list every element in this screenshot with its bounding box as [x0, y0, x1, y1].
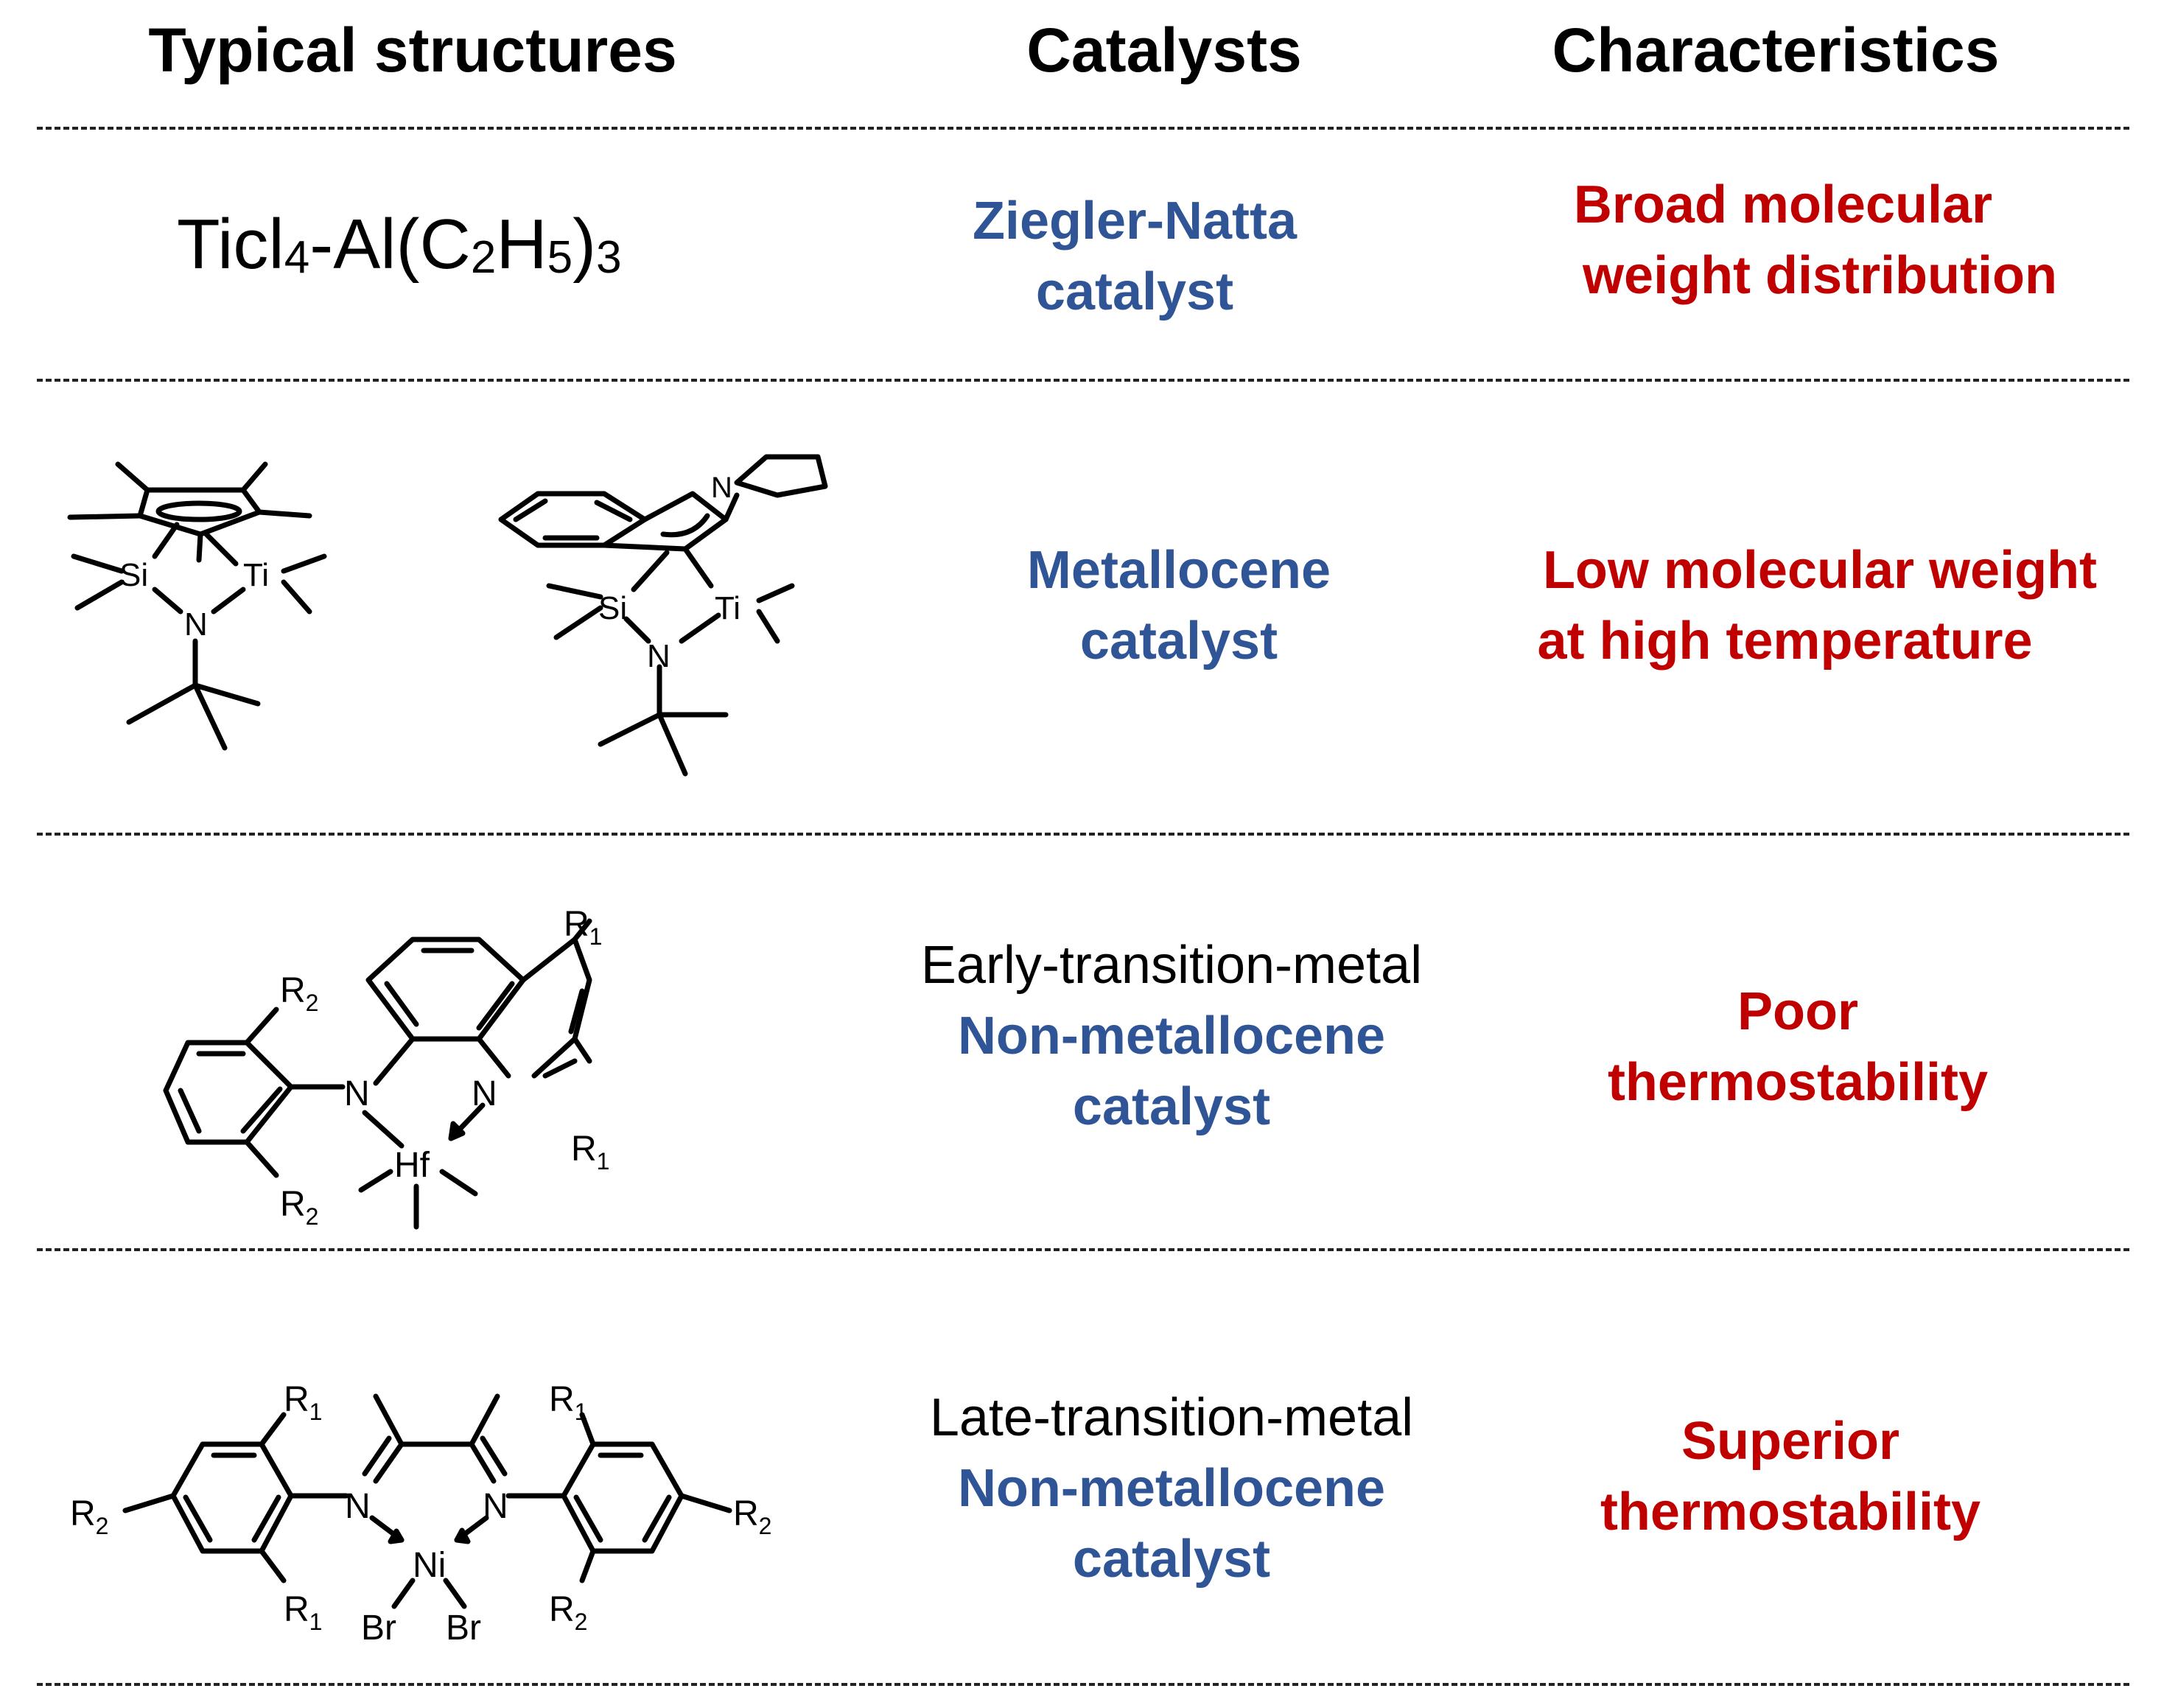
atom-hf-label: Hf — [394, 1146, 430, 1185]
row-divider — [37, 127, 2129, 130]
atom-ni-label: Ni — [413, 1546, 446, 1585]
characteristic-line: thermostability — [1600, 1483, 1981, 1541]
atom-n-label: N — [344, 1074, 370, 1113]
atom-br-label: Br — [361, 1609, 396, 1648]
characteristic-low-mw-high-temp: Low molecular weight at high temperature — [1496, 535, 2144, 676]
header-catalysts: Catalysts — [1026, 15, 1302, 85]
catalyst-line: Ziegler-Natta — [972, 192, 1298, 251]
atom-ti-label: Ti — [715, 590, 740, 626]
catalyst-ziegler-natta: Ziegler-Natta catalyst — [869, 186, 1400, 327]
characteristic-line: Broad molecular — [1573, 175, 1993, 234]
characteristic-line: at high temperature — [1537, 612, 2033, 671]
catalyst-late-transition-metal: Late-transition-metal Non-metallocene ca… — [847, 1382, 1496, 1595]
substituent-r1-label: R1 — [571, 1130, 609, 1175]
atom-n-label: N — [711, 472, 732, 504]
characteristic-line: thermostability — [1607, 1053, 1989, 1112]
row-divider — [37, 1248, 2129, 1251]
catalyst-line: Non-metallocene — [957, 1459, 1386, 1518]
catalyst-line: catalyst — [1035, 262, 1234, 321]
substituent-r2-label: R2 — [70, 1494, 108, 1539]
atom-si-label: Si — [598, 590, 627, 626]
header-characteristics: Characteristics — [1552, 15, 2000, 85]
substituent-r1-label: R1 — [549, 1380, 587, 1425]
substituent-r2-label: R2 — [549, 1590, 587, 1635]
catalyst-metallocene: Metallocene catalyst — [914, 535, 1444, 676]
substituent-r1-label: R1 — [564, 905, 602, 950]
catalyst-prefix: Late-transition-metal — [929, 1388, 1414, 1447]
header-typical-structures: Typical structures — [148, 15, 677, 85]
catalyst-early-transition-metal: Early-transition-metal Non-metallocene c… — [847, 930, 1496, 1142]
atom-n-label: N — [184, 606, 208, 643]
catalyst-line: catalyst — [1072, 1530, 1271, 1589]
ziegler-natta-formula: Ticl4-Al(C2H5)3 — [177, 205, 622, 284]
row-divider — [37, 1683, 2129, 1686]
substituent-r2-label: R2 — [733, 1494, 771, 1539]
atom-br-label: Br — [446, 1609, 481, 1648]
catalyst-prefix: Early-transition-metal — [920, 936, 1423, 995]
substituent-r1-label: R1 — [284, 1590, 322, 1635]
characteristic-broad-mwd: Broad molecular weight distribution — [1488, 169, 2151, 311]
substituent-r2-label: R2 — [280, 971, 318, 1016]
row-divider — [37, 379, 2129, 382]
catalyst-line: catalyst — [1079, 612, 1278, 671]
atom-n-label: N — [647, 638, 670, 674]
catalyst-line: Non-metallocene — [957, 1007, 1386, 1065]
substituent-r1-label: R1 — [284, 1380, 322, 1425]
row-divider — [37, 833, 2129, 836]
atom-n-label: N — [472, 1074, 497, 1113]
characteristic-line: weight distribution — [1583, 246, 2057, 305]
substituent-r2-label: R2 — [280, 1185, 318, 1230]
atom-si-label: Si — [119, 557, 148, 593]
characteristic-line: Low molecular weight — [1542, 541, 2098, 600]
atom-n-label: N — [345, 1487, 371, 1526]
characteristic-line: Superior — [1681, 1412, 1900, 1471]
characteristic-superior-thermostability: Superior thermostability — [1510, 1406, 2070, 1547]
characteristic-poor-thermostability: Poor thermostability — [1518, 976, 2078, 1118]
atom-ti-label: Ti — [243, 557, 269, 593]
catalyst-line: catalyst — [1072, 1077, 1271, 1136]
characteristic-line: Poor — [1737, 982, 1858, 1041]
catalyst-line: Metallocene — [1026, 541, 1331, 600]
atom-n-label: N — [483, 1487, 508, 1526]
